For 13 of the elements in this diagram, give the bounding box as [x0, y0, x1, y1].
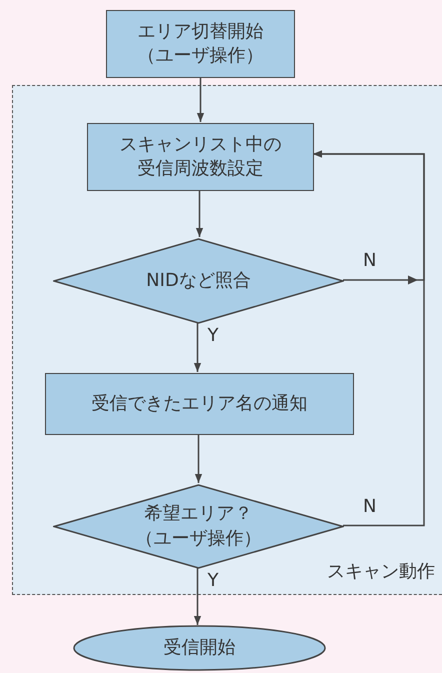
- step-text: NIDなど照合: [145, 268, 252, 293]
- process-box: [106, 10, 295, 78]
- step-text: スキャンリスト中の受信周波数設定: [118, 132, 282, 181]
- step-text: 希望エリア？（ユーザ操作）: [134, 502, 262, 550]
- process-box: [45, 373, 354, 435]
- step-text: 受信開始: [162, 636, 236, 660]
- step-text: エリア切替開始（ユーザ操作）: [136, 20, 264, 68]
- decision-diamond: [53, 238, 344, 324]
- step-text: 受信できたエリア名の通知: [90, 392, 308, 416]
- terminal-ellipse: [73, 625, 326, 671]
- dashed-group-region: [12, 85, 442, 595]
- group-label: スキャン動作: [327, 563, 435, 581]
- process-box: [87, 123, 314, 191]
